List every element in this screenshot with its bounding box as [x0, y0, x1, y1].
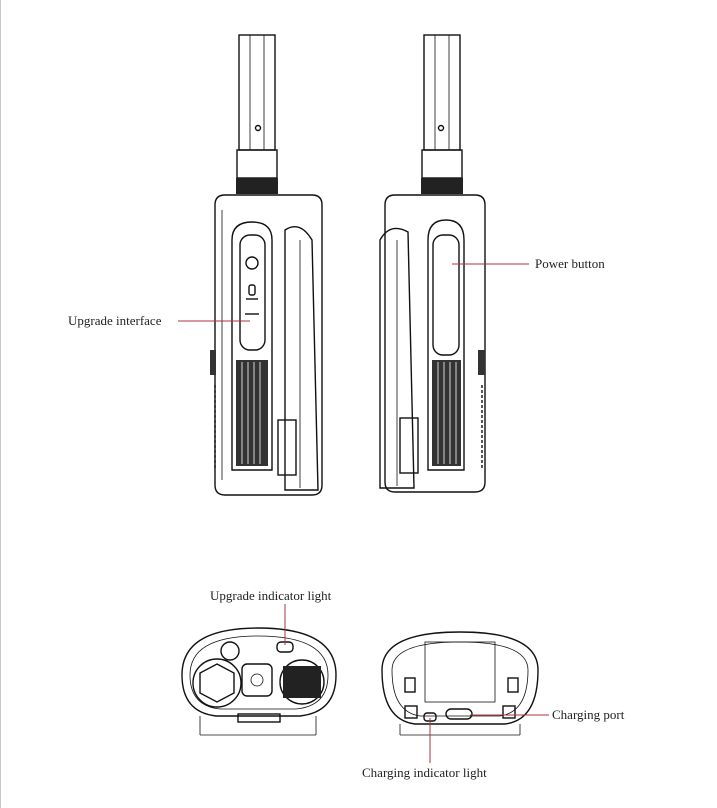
label-charging-indicator-light: Charging indicator light	[362, 765, 487, 780]
microphone-icon	[246, 284, 258, 300]
page-border	[0, 0, 1, 808]
headphone-icon	[245, 256, 259, 270]
charging-port	[445, 708, 473, 720]
label-power-button: Power button	[535, 256, 605, 271]
ptt-power-button	[432, 234, 460, 356]
antenna-left	[236, 34, 278, 194]
radio-left-side-view	[210, 34, 323, 496]
label-upgrade-indicator-light: Upgrade indicator light	[210, 588, 332, 603]
ptt-label: PTT	[443, 253, 454, 272]
label-upgrade-interface: Upgrade interface	[68, 313, 162, 328]
label-charging-port: Charging port	[552, 707, 625, 722]
radio-right-side-view: PTT	[379, 34, 486, 493]
radio-top-view	[181, 627, 337, 736]
antenna-right	[421, 34, 463, 194]
upgrade-interface-cover	[239, 234, 266, 351]
radio-bottom-view	[381, 631, 539, 736]
